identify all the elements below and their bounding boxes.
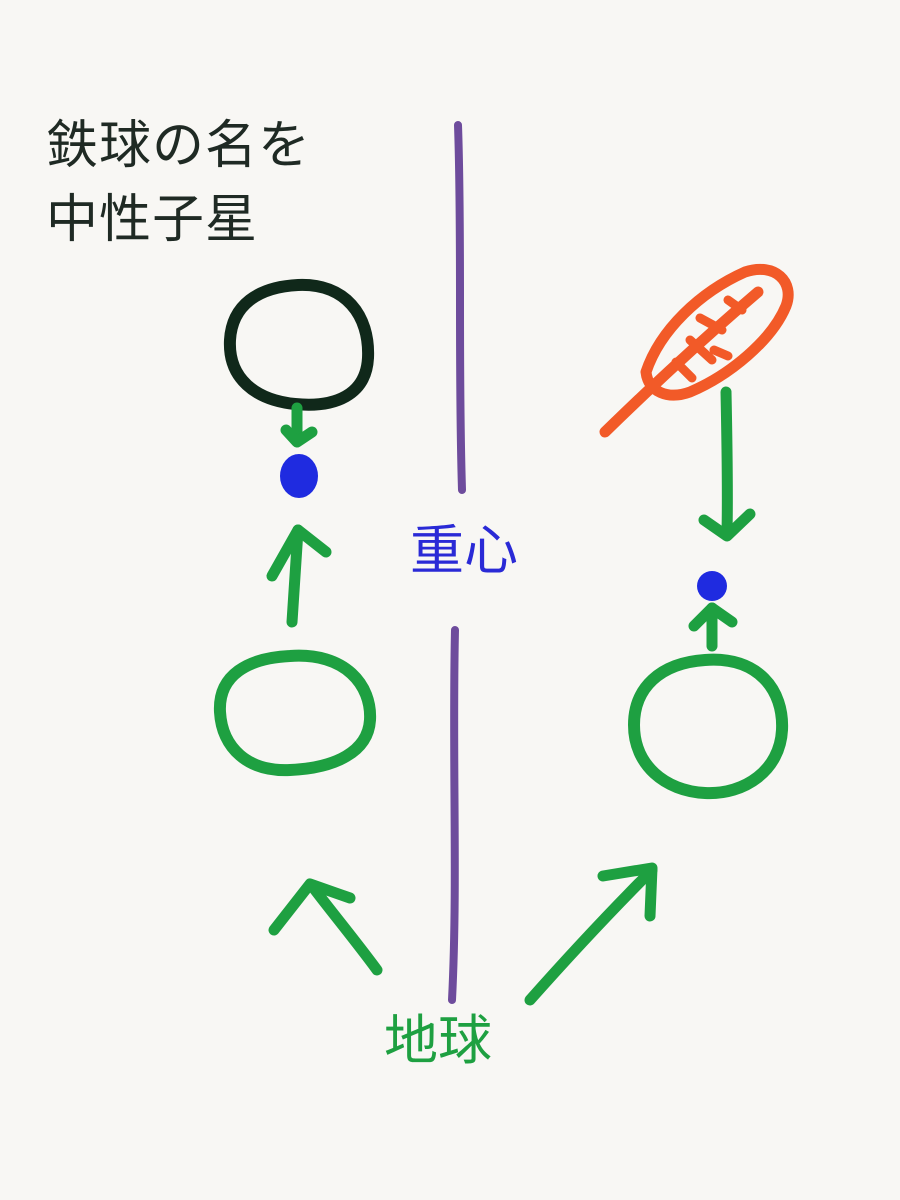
title-line-1: 鉄球の名を [46, 116, 312, 176]
center-of-mass-dot-icon [280, 454, 318, 498]
feather-icon [599, 263, 794, 438]
divider-line-upper [454, 121, 466, 494]
earth-pointer-arrow-right-shaft [524, 864, 658, 1006]
earth-pointer-arrow-left-head [268, 878, 356, 936]
earth-circle-right-icon [628, 653, 789, 800]
iron-ball-pull-arrow-head [280, 424, 318, 448]
center-of-mass-dot-right-icon [697, 571, 727, 601]
iron-ball-circle-icon [223, 278, 375, 411]
earth-pull-arrow-left-head [266, 524, 332, 582]
earth-pointer-arrow-left-shaft [306, 880, 383, 976]
feather-pull-arrow-head [698, 508, 756, 542]
earth-pointer-arrow-right-head [597, 862, 658, 922]
earth-label: 地球 [384, 1009, 492, 1072]
center-of-mass-label: 重心 [410, 519, 518, 582]
earth-pull-arrow-right-head [688, 602, 738, 632]
divider-line-lower [448, 626, 459, 1004]
feather-pull-arrow-shaft [720, 386, 733, 538]
title-line-2: 中性子星 [46, 190, 259, 250]
earth-circle-left-icon [213, 649, 377, 777]
